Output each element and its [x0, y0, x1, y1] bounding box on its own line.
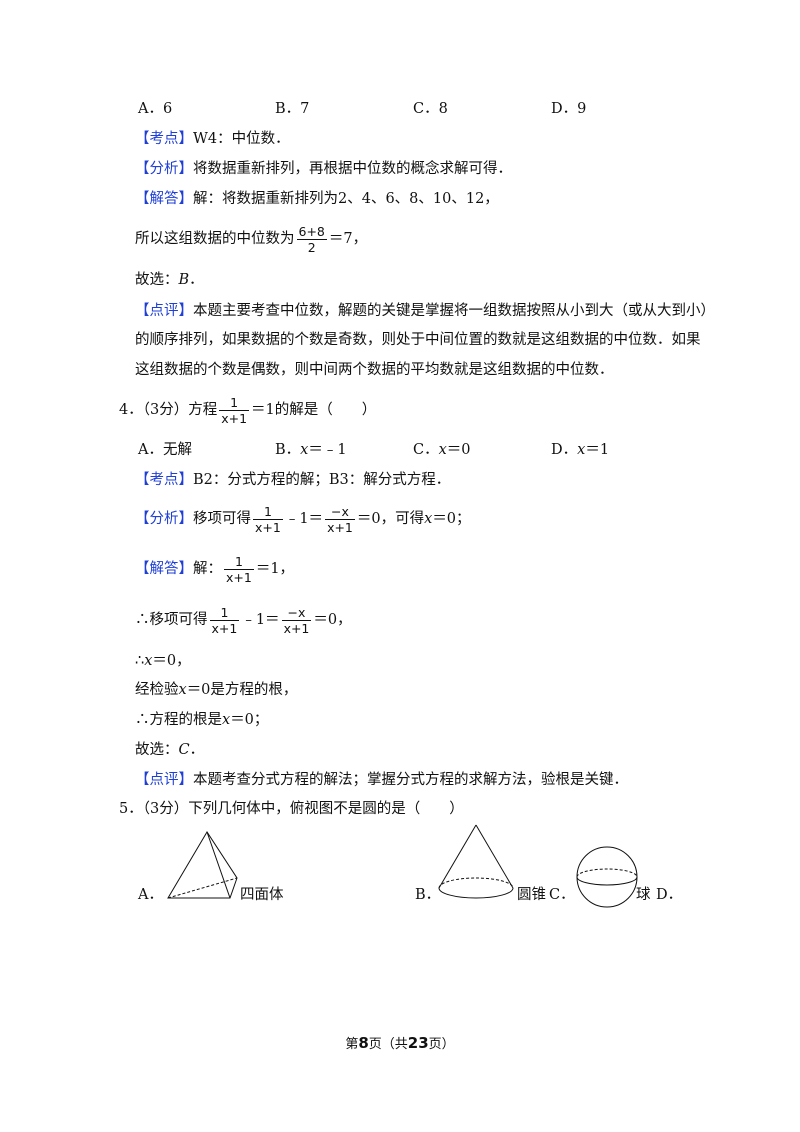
- q4-step-2: ∴x＝0，: [135, 653, 191, 669]
- q5-label-c: 球: [636, 887, 651, 903]
- page-total: 23: [407, 1034, 429, 1052]
- q5-label-a: 四面体: [240, 887, 284, 903]
- q5-option-c: C．: [549, 887, 575, 903]
- q4-option-b: B．x＝﹣1: [275, 442, 347, 458]
- q4-option-c: C．x＝0: [413, 442, 471, 458]
- q4-step-4: ∴方程的根是x＝0；: [135, 712, 269, 728]
- tetrahedron-figure: [167, 831, 238, 899]
- q3-fenxi: 【分析】将数据重新排列，再根据中位数的概念求解可得．: [135, 161, 512, 177]
- page-number: 8: [358, 1034, 369, 1052]
- q3-kaodian: 【考点】W4：中位数．: [135, 131, 290, 147]
- q3-option-c: C．8: [413, 101, 448, 117]
- q3-option-d: D．9: [551, 101, 587, 117]
- fenxi-tag: 【分析】: [135, 161, 193, 177]
- dianping-tag: 【点评】: [135, 303, 193, 319]
- kaodian-tag: 【考点】: [135, 131, 193, 147]
- q3-option-b: B．7: [275, 101, 310, 117]
- q5-option-b: B．: [415, 887, 441, 903]
- q4-option-d: D．x＝1: [551, 442, 610, 458]
- kaodian-tag: 【考点】: [135, 472, 193, 488]
- q5-option-a: A．: [138, 887, 163, 903]
- q3-jieda: 【解答】解：将数据重新排列为2、4、6、8、10、12，: [135, 191, 499, 207]
- q5-label-b: 圆锥: [517, 887, 546, 903]
- q3-dianping-3: 这组数据的个数是偶数，则中间两个数据的平均数就是这组数据的中位数．: [135, 362, 614, 378]
- q4-answer: 故选：C．: [135, 742, 205, 758]
- q4-step-3: 经检验x＝0是方程的根，: [135, 682, 298, 698]
- jieda-tag: 【解答】: [135, 561, 193, 577]
- q3-option-a: A．6: [138, 101, 173, 117]
- q5-option-d: D．: [656, 887, 683, 903]
- q3-dianping-2: 的顺序排列，如果数据的个数是奇数，则处于中间位置的数就是这组数据的中位数．如果: [135, 332, 701, 348]
- dianping-tag: 【点评】: [135, 772, 193, 788]
- q4-kaodian: 【考点】B2：分式方程的解；B3：解分式方程．: [135, 472, 451, 488]
- fenxi-tag: 【分析】: [135, 511, 193, 527]
- sphere-figure: [576, 846, 638, 908]
- page-footer: 第8页（共23页）: [345, 1034, 455, 1052]
- cone-figure: [438, 824, 514, 899]
- q5-stem: 5．（3分）下列几何体中，俯视图不是圆的是（ ）: [119, 801, 464, 817]
- q4-option-a: A．无解: [138, 442, 192, 458]
- q3-answer: 故选：B．: [135, 272, 204, 288]
- q4-dianping: 【点评】本题考查分式方程的解法；掌握分式方程的求解方法，验根是关键．: [135, 772, 628, 788]
- q3-dianping-1: 【点评】本题主要考查中位数，解题的关键是掌握将一组数据按照从小到大（或从大到小）: [135, 303, 715, 319]
- jieda-tag: 【解答】: [135, 191, 193, 207]
